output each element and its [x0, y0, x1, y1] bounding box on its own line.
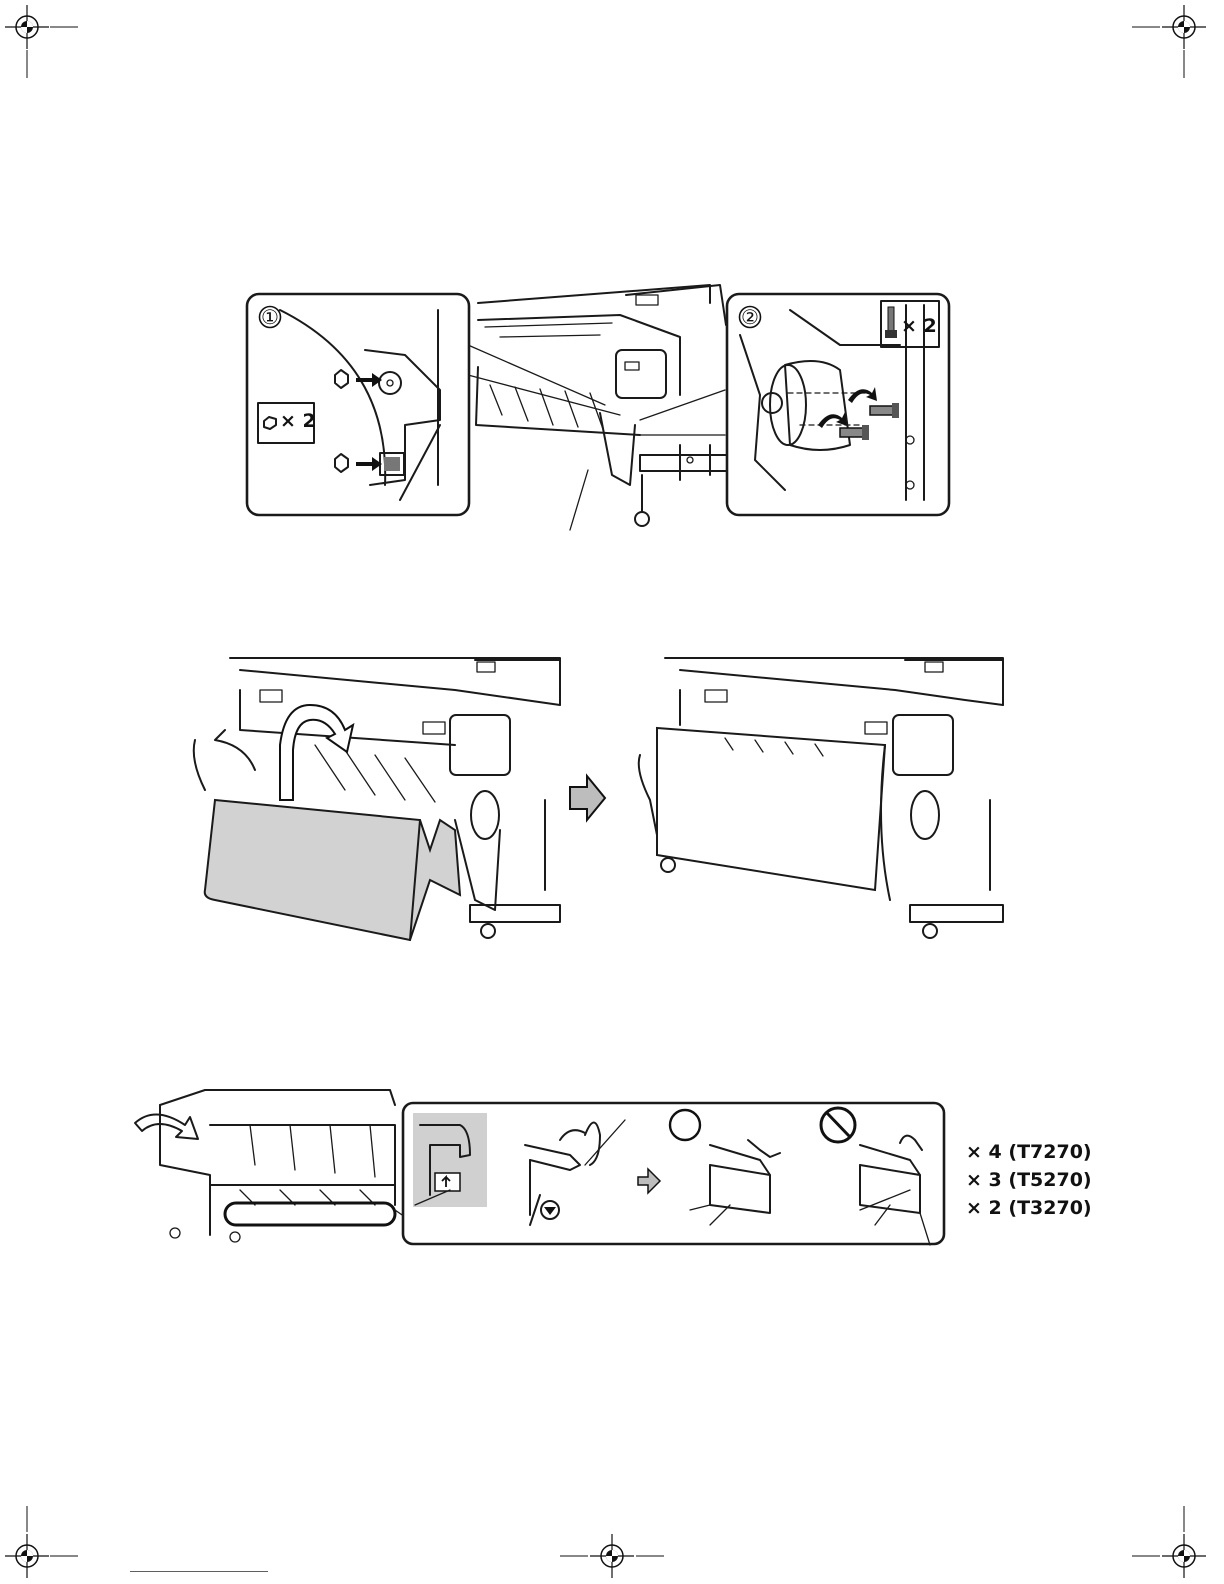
registration-mark-icon: [590, 1534, 634, 1578]
quantity-model: (T7270): [1008, 1141, 1091, 1163]
hook-zoom-illustration: [413, 1113, 487, 1207]
screw-icon: [870, 403, 899, 418]
quantity-list: × 4 (T7270) × 3 (T5270) × 2 (T3270): [966, 1138, 1092, 1222]
registration-mark-icon: [5, 1534, 49, 1578]
quantity-item-t5270: × 3 (T5270): [966, 1166, 1092, 1194]
figure-basket-attach: [185, 650, 1015, 950]
figure-mount-parts: ① ② × 2 × 2: [240, 275, 960, 535]
basket-before-illustration: [194, 658, 560, 940]
printer-rear-illustration: [135, 1090, 405, 1242]
basket-after-illustration: [639, 658, 1003, 938]
registration-mark-icon: [1162, 1534, 1206, 1578]
footer-link-underline[interactable]: [130, 1571, 268, 1572]
quantity-count: × 2: [966, 1197, 1002, 1219]
quantity-item-t7270: × 4 (T7270): [966, 1138, 1092, 1166]
registration-mark-icon: [1162, 5, 1206, 49]
quantity-count: × 3: [966, 1169, 1002, 1191]
quantity-item-t3270: × 2 (T3270): [966, 1194, 1092, 1222]
registration-mark-icon: [5, 5, 49, 49]
quantity-model: (T5270): [1008, 1169, 1091, 1191]
figure-hook-detail: [130, 1085, 960, 1255]
step1-number: ①: [257, 303, 283, 331]
printer-illustration: [468, 285, 730, 530]
arrow-right-icon: [570, 776, 605, 820]
screw-icon: [840, 425, 869, 440]
quantity-model: (T3270): [1008, 1197, 1091, 1219]
step2-number: ②: [737, 303, 763, 331]
nut-count-label: × 2: [280, 410, 316, 432]
quantity-count: × 4: [966, 1141, 1002, 1163]
screw-count-label: × 2: [901, 315, 937, 337]
